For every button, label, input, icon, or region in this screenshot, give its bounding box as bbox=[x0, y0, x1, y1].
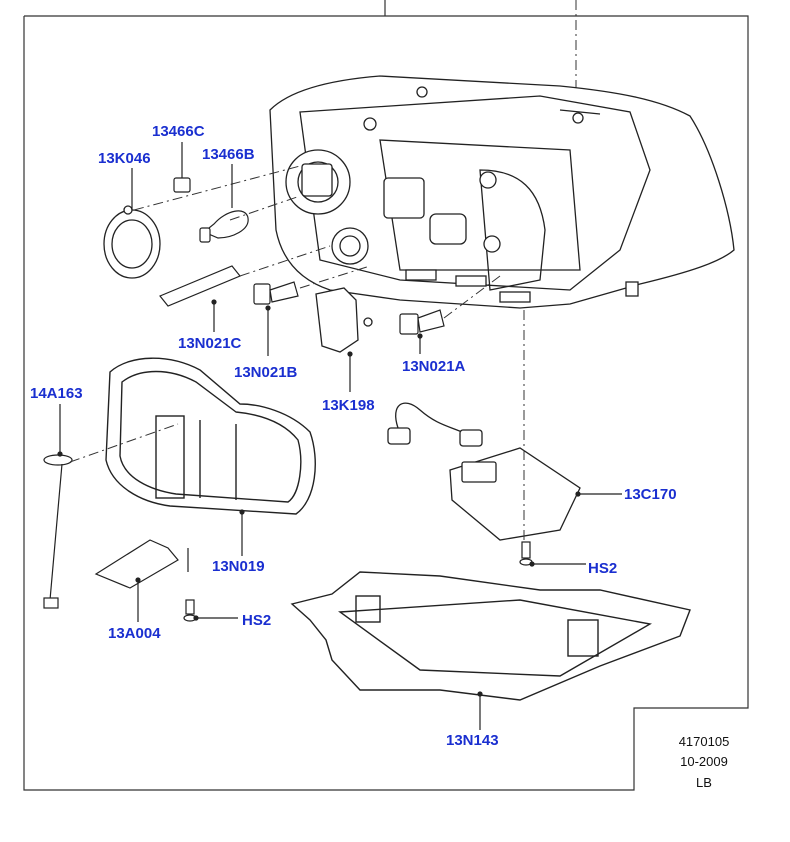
bulb-13466c bbox=[173, 170, 191, 193]
ballast-13c170 bbox=[449, 447, 581, 541]
screw-hs2-left bbox=[183, 599, 197, 622]
label-13n143: 13N143 bbox=[446, 732, 499, 749]
drawing-date: 10-2009 bbox=[680, 754, 728, 769]
undertray-13n143 bbox=[290, 571, 691, 701]
label-13n021c: 13N021C bbox=[178, 335, 242, 352]
harness-connector bbox=[387, 402, 483, 447]
label-13n021a: 13N021A bbox=[402, 358, 466, 375]
label-13a004: 13A004 bbox=[108, 625, 161, 642]
border-frame bbox=[23, 15, 749, 791]
label-13k198: 13K198 bbox=[322, 397, 375, 414]
label-13n019: 13N019 bbox=[212, 558, 265, 575]
label-14a163: 14A163 bbox=[30, 385, 83, 402]
module-13k198 bbox=[315, 287, 373, 353]
cap-13k046 bbox=[103, 205, 161, 279]
rear-cover-13n019 bbox=[105, 357, 316, 515]
label-13k046: 13K046 bbox=[98, 150, 151, 167]
label-13466c: 13466C bbox=[152, 123, 205, 140]
headlamp-housing bbox=[269, 75, 735, 309]
bulb-13n021a bbox=[399, 309, 445, 335]
lens-strip-13n021c bbox=[159, 265, 241, 307]
assembly-dashed-lines bbox=[69, 165, 525, 540]
label-hs2-left: HS2 bbox=[242, 612, 272, 629]
screw-hs2-right bbox=[519, 541, 533, 566]
adjuster-14a163 bbox=[43, 454, 73, 609]
bulb-13466b bbox=[199, 210, 249, 243]
drawing-code: LB bbox=[696, 775, 712, 790]
label-hs2-right: HS2 bbox=[588, 560, 618, 577]
label-13466b: 13466B bbox=[202, 146, 255, 163]
label-13n021b: 13N021B bbox=[234, 364, 298, 381]
bracket-13a004 bbox=[94, 539, 189, 589]
bulb-13n021b bbox=[253, 281, 299, 305]
drawing-number: 4170105 bbox=[678, 734, 730, 749]
label-13c170: 13C170 bbox=[624, 486, 677, 503]
leader-lines bbox=[57, 142, 622, 730]
